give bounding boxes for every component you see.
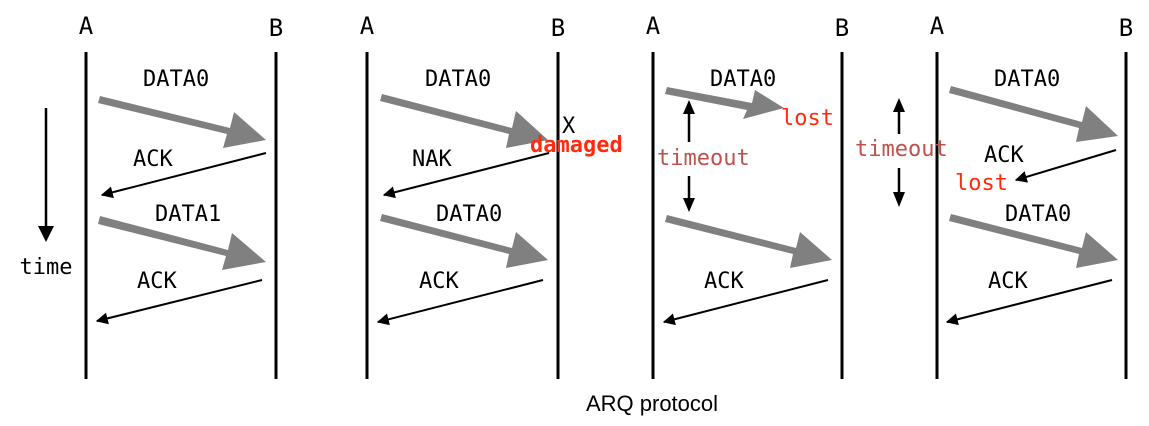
diagram-caption: ARQ protocol	[586, 391, 718, 416]
panel-2-data0-label: DATA0	[425, 67, 491, 92]
panel-1-data1-arrow	[98, 216, 266, 270]
panel-4: A B timeout DATA0 ACK lost DATA0 ACK	[855, 12, 1133, 379]
panel-3-ack-arrow	[662, 279, 829, 326]
panel-2-right-label: B	[551, 14, 565, 42]
panel-4-data0-arrow	[949, 86, 1118, 142]
panel-2-nak-arrow	[382, 152, 550, 199]
panel-1-ack1-label: ACK	[133, 147, 173, 172]
panel-1-data0-label: DATA0	[143, 67, 209, 92]
panel-1-data0-arrow	[98, 96, 266, 148]
panel-2-damage-mark: X	[562, 114, 576, 139]
panel-3: A B DATA0 lost timeout ACK	[646, 12, 849, 379]
panel-3-right-label: B	[835, 14, 849, 42]
panel-4-left-label: A	[930, 12, 945, 40]
panel-4-lost-label: lost	[955, 171, 1008, 196]
panel-2-ack-arrow	[376, 279, 544, 326]
panel-3-left-label: A	[646, 12, 661, 40]
time-axis: time	[20, 108, 73, 280]
panel-1-left-label: A	[79, 12, 94, 40]
time-label: time	[20, 255, 73, 280]
panel-1: A B DATA0 ACK DATA1 ACK	[79, 12, 283, 379]
panel-4-ack1-label: ACK	[984, 143, 1024, 168]
panel-2-nak-label: NAK	[412, 147, 452, 172]
panel-3-data0-label: DATA0	[710, 67, 776, 92]
panel-4-ack-lost-arrow	[1014, 149, 1117, 183]
panel-4-timeout-label: timeout	[855, 137, 948, 162]
panel-4-data0-retry-label: DATA0	[1005, 202, 1071, 227]
time-arrow-head	[38, 226, 54, 242]
panel-3-lost-label: lost	[781, 106, 834, 131]
panel-3-data0-lost-arrow	[665, 87, 784, 119]
panel-3-ack-label: ACK	[704, 269, 744, 294]
panel-4-right-label: B	[1119, 14, 1133, 42]
panel-2: A B DATA0 X damaged NAK DATA0 ACK	[360, 12, 623, 379]
panel-2-data0-arrow	[380, 94, 548, 148]
panel-4-ack2-label: ACK	[988, 269, 1028, 294]
panel-1-right-label: B	[269, 14, 283, 42]
panel-4-data0-retry-arrow	[949, 214, 1118, 268]
panel-1-ack2-label: ACK	[137, 269, 177, 294]
panel-4-ack2-arrow	[945, 279, 1113, 326]
panel-3-data0-retry-arrow	[665, 215, 832, 268]
panel-1-ack1-arrow	[100, 152, 267, 199]
panel-3-timeout-label: timeout	[657, 146, 750, 171]
panel-4-data0-label: DATA0	[994, 67, 1060, 92]
panel-1-ack2-arrow	[95, 279, 263, 325]
panel-2-data0-retry-arrow	[380, 214, 548, 268]
panel-3-timeout-indicator: timeout	[657, 100, 750, 212]
panel-1-data1-label: DATA1	[155, 202, 221, 227]
panel-2-ack-label: ACK	[419, 269, 459, 294]
panel-2-data0-retry-label: DATA0	[436, 202, 502, 227]
panel-2-left-label: A	[360, 12, 375, 40]
panel-4-timeout-indicator: timeout	[855, 98, 948, 207]
